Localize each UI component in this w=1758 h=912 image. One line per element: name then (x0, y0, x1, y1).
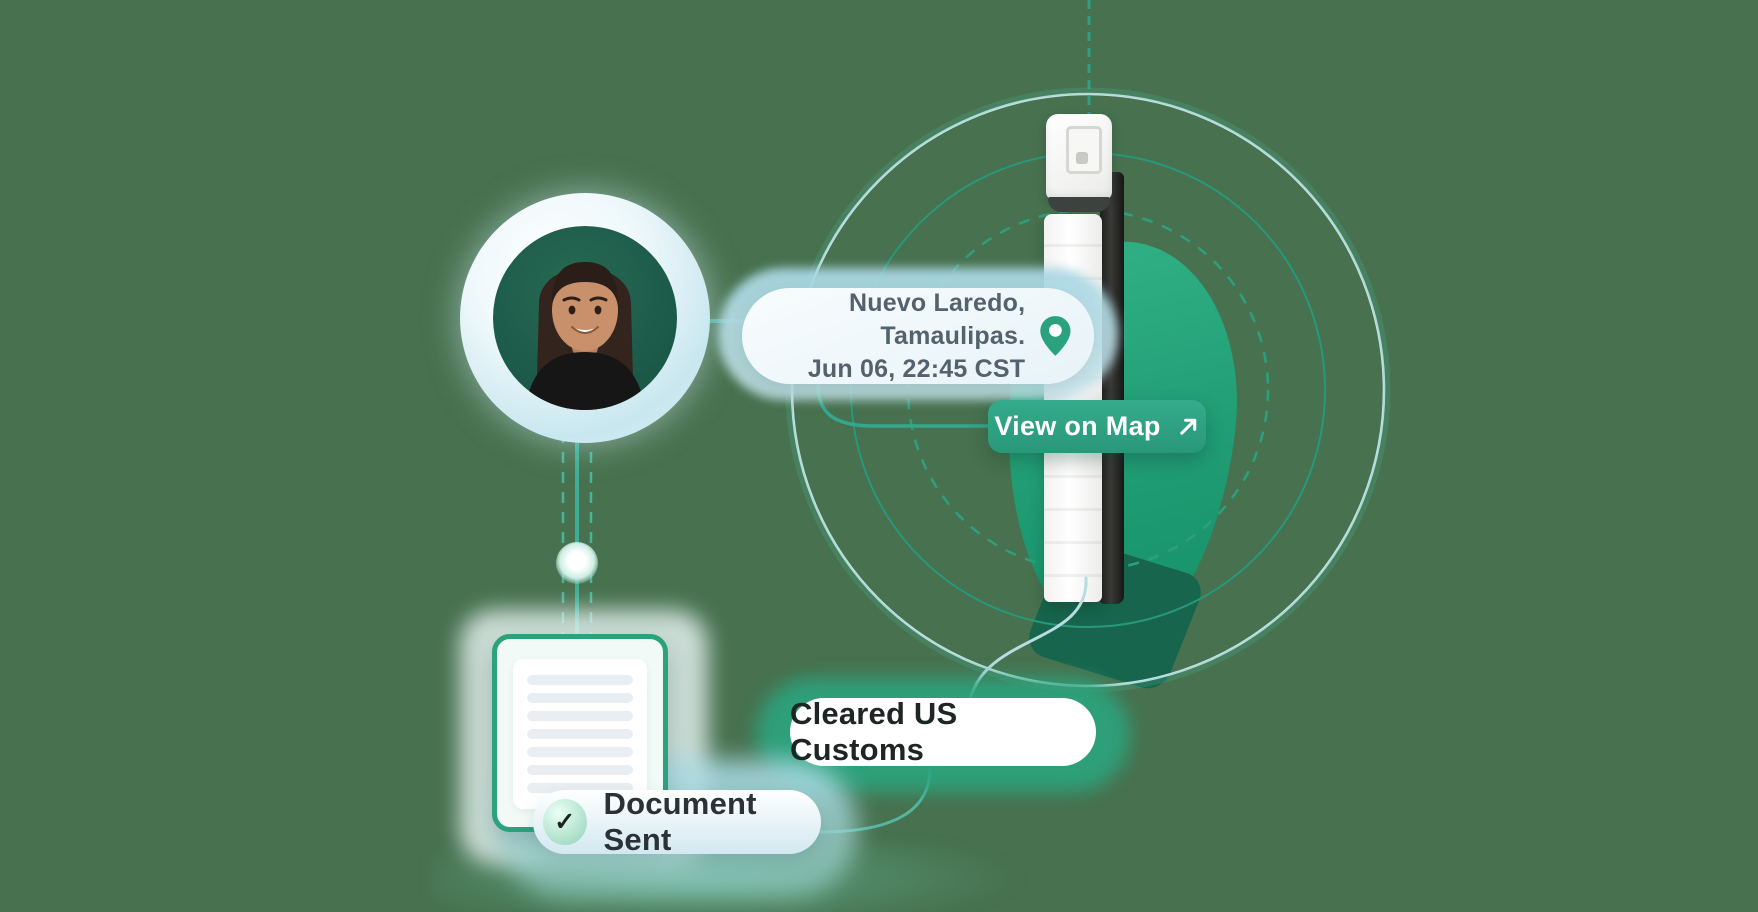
truck-windshield (1048, 197, 1110, 212)
driver-photo (493, 226, 677, 410)
check-glyph: ✓ (554, 808, 576, 836)
document-text-line (527, 675, 633, 685)
truck-refrigeration-unit (1066, 126, 1102, 174)
document-text-line (527, 783, 633, 793)
location-text: Nuevo Laredo, Tamaulipas. Jun 06, 22:45 … (742, 287, 1025, 386)
document-text-line (527, 711, 633, 721)
view-on-map-label: View on Map (994, 411, 1161, 441)
location-line1: Nuevo Laredo, Tamaulipas. (848, 288, 1026, 350)
document-sheet (513, 659, 647, 809)
document-text-line (527, 747, 633, 757)
document-sent-badge: ✓ Document Sent (533, 786, 821, 857)
customs-badge-label: Cleared US Customs (790, 696, 958, 767)
view-on-map-button[interactable]: View on Map (988, 400, 1206, 453)
document-text-line (527, 765, 633, 775)
check-circle-icon: ✓ (543, 799, 587, 845)
location-card: Nuevo Laredo, Tamaulipas. Jun 06, 22:45 … (742, 288, 1094, 384)
pulse-dot-decoration (556, 542, 598, 584)
arrow-up-right-icon (1179, 418, 1196, 435)
document-text-line (527, 729, 633, 739)
driver-portrait-illustration (525, 262, 645, 410)
driver-avatar[interactable] (460, 193, 710, 443)
map-pin-icon (1040, 316, 1071, 356)
document-text-line (527, 693, 633, 703)
truck-refrigeration-vent (1076, 152, 1088, 164)
truck-side-wall (1100, 172, 1124, 604)
document-sent-label: Document Sent (603, 786, 757, 857)
customs-badge: Cleared US Customs (790, 696, 1096, 767)
location-line2: Jun 06, 22:45 CST (807, 354, 1026, 383)
